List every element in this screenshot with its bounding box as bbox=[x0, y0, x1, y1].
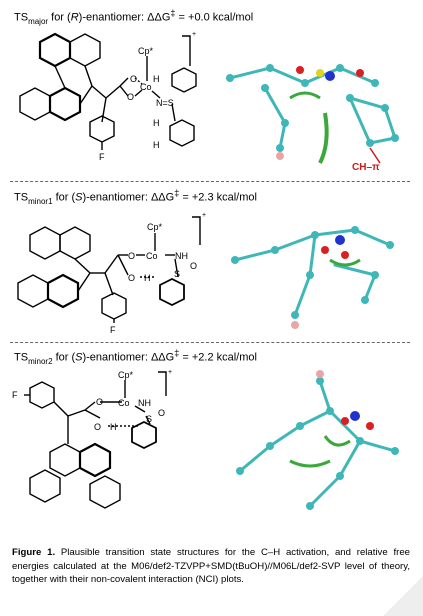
panel-divider bbox=[10, 181, 410, 182]
ts-major-nci-plot bbox=[226, 64, 399, 164]
ts-minor1-nci-plot bbox=[231, 226, 394, 329]
nh-label: NH bbox=[138, 398, 151, 408]
corner-watermark-icon bbox=[383, 576, 423, 616]
ts-minor2-structure: F Cp* O Co NH O H S O + bbox=[12, 369, 172, 509]
s-label: S bbox=[146, 414, 152, 424]
o-label: O bbox=[96, 397, 103, 407]
charge-label: + bbox=[192, 31, 196, 38]
cp-label: Cp* bbox=[118, 370, 134, 380]
o-label: O bbox=[127, 92, 134, 102]
panel-title-major: TSmajor for (R)-enantiomer: ΔΔG‡ = +0.0 … bbox=[14, 8, 254, 26]
panel-title-minor2: TSminor2 for (S)-enantiomer: ΔΔG‡ = +2.2… bbox=[14, 348, 257, 366]
ns-label: N=S bbox=[156, 98, 174, 108]
o-label: O bbox=[158, 408, 165, 418]
ch-pi-label: CH–π bbox=[352, 162, 380, 173]
caption-lead: Figure 1. bbox=[12, 547, 56, 558]
h-label: H bbox=[153, 74, 160, 84]
o-label: O bbox=[190, 261, 197, 271]
s-label: S bbox=[174, 269, 180, 279]
panel-divider bbox=[10, 342, 410, 343]
co-label: Co bbox=[118, 398, 130, 408]
f-label: F bbox=[99, 152, 105, 162]
figure-caption: Figure 1. Plausible transition state str… bbox=[12, 546, 410, 587]
o-label: O bbox=[94, 422, 101, 432]
h-label: H bbox=[144, 273, 151, 283]
ts-major-structure: O O Cp* Co H N=S H H F + bbox=[19, 31, 197, 162]
charge-label: + bbox=[168, 369, 172, 376]
ts-minor2-nci-plot bbox=[236, 370, 399, 510]
cp-label: Cp* bbox=[147, 222, 163, 232]
f-label: F bbox=[12, 390, 18, 400]
charge-label: + bbox=[202, 212, 206, 219]
panel-title-minor1: TSminor1 for (S)-enantiomer: ΔΔG‡ = +2.3… bbox=[14, 188, 257, 206]
caption-text: Plausible transition state structures fo… bbox=[12, 547, 410, 585]
h-label: H bbox=[153, 118, 160, 128]
o-label: O bbox=[128, 251, 135, 261]
o-label: O bbox=[128, 273, 135, 283]
co-label: Co bbox=[140, 82, 152, 92]
nh-label: NH bbox=[175, 251, 188, 261]
ts-minor1-structure: Cp* O Co NH O H S O F + bbox=[17, 212, 206, 335]
o-label: O bbox=[130, 74, 137, 84]
h-label: H bbox=[110, 422, 117, 432]
h-label: H bbox=[153, 140, 160, 150]
f-label: F bbox=[110, 325, 116, 335]
cp-label: Cp* bbox=[138, 46, 154, 56]
co-label: Co bbox=[146, 251, 158, 261]
